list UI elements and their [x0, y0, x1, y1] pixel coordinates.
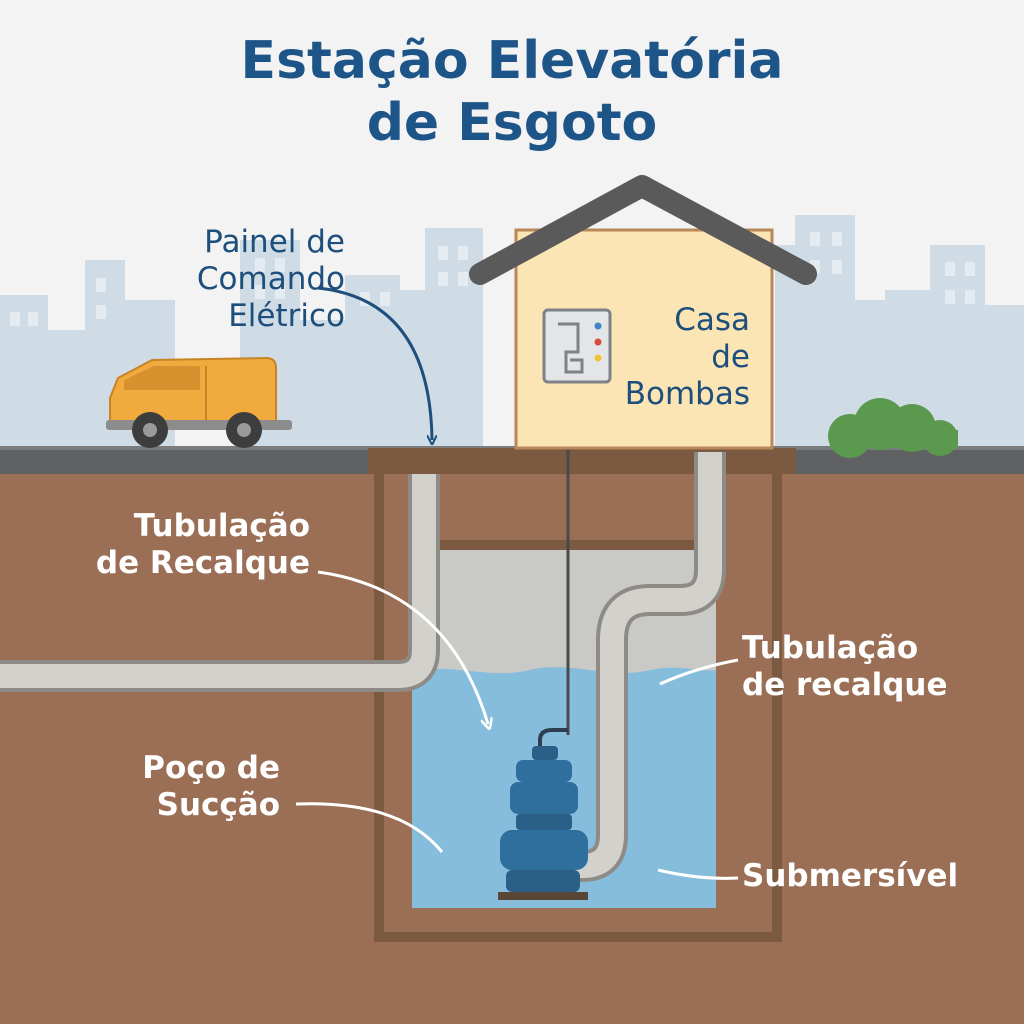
- title-line-1: Estação Elevatória: [240, 31, 784, 91]
- label-painel-comando: Painel de Comando Elétrico: [196, 224, 345, 335]
- title-line-2: de Esgoto: [366, 93, 658, 153]
- discharge-pipe-right: [570, 452, 726, 882]
- label-casa-bombas: Casa de Bombas: [624, 302, 750, 413]
- well-slab: [368, 448, 796, 474]
- diagram-title: Estação Elevatória de Esgoto: [0, 30, 1024, 154]
- label-tubulacao-recalque-left: Tubulação de Recalque: [95, 508, 310, 582]
- label-submersivel: Submersível: [742, 858, 959, 894]
- submersivel-leader: [657, 868, 739, 880]
- building-windows: [10, 232, 975, 326]
- tubulacao-right-leader: [659, 658, 739, 686]
- van: [106, 356, 292, 448]
- control-panel: [542, 308, 612, 384]
- bush: [828, 398, 958, 458]
- discharge-pipe-left: [0, 474, 440, 692]
- tubulacao-left-arrow: [317, 570, 488, 724]
- poco-leader: [295, 802, 444, 853]
- submersible-pump: [498, 728, 588, 900]
- painel-arrow: [317, 286, 432, 440]
- label-tubulacao-recalque-right: Tubulação de recalque: [742, 630, 948, 704]
- label-poco-succao: Poço de Sucção: [142, 750, 280, 824]
